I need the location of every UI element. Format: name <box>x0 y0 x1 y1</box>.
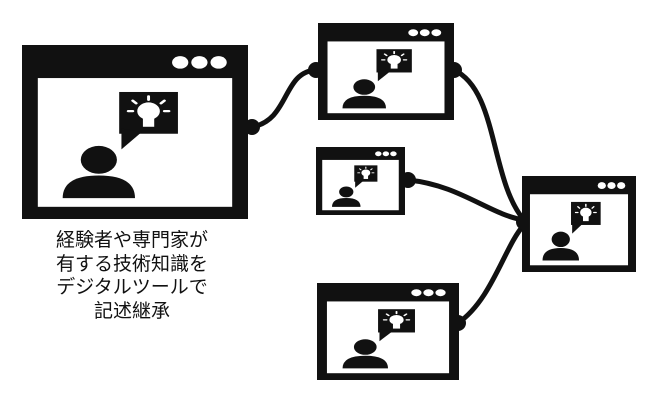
caption-line-3: デジタルツールで <box>56 276 208 298</box>
caption: 経験者や専門家が 有する技術知識を デジタルツールで 記述継承 <box>18 229 246 323</box>
expert-window-main <box>20 43 250 221</box>
digital-window-bottom <box>316 282 460 381</box>
connector-middle-to-right <box>405 177 527 223</box>
caption-line-4: 記述継承 <box>93 299 170 322</box>
caption-line-2: 有する技術知識を <box>55 252 208 275</box>
digital-window-middle <box>315 146 406 216</box>
connector-top-to-right <box>451 67 527 223</box>
digital-window-right <box>521 175 637 273</box>
connector-bottom-to-right <box>455 222 527 326</box>
connector-main-to-top <box>249 67 319 130</box>
digital-window-top <box>317 22 455 121</box>
caption-line-1: 経験者や専門家が <box>55 229 208 251</box>
connectors <box>249 67 527 326</box>
